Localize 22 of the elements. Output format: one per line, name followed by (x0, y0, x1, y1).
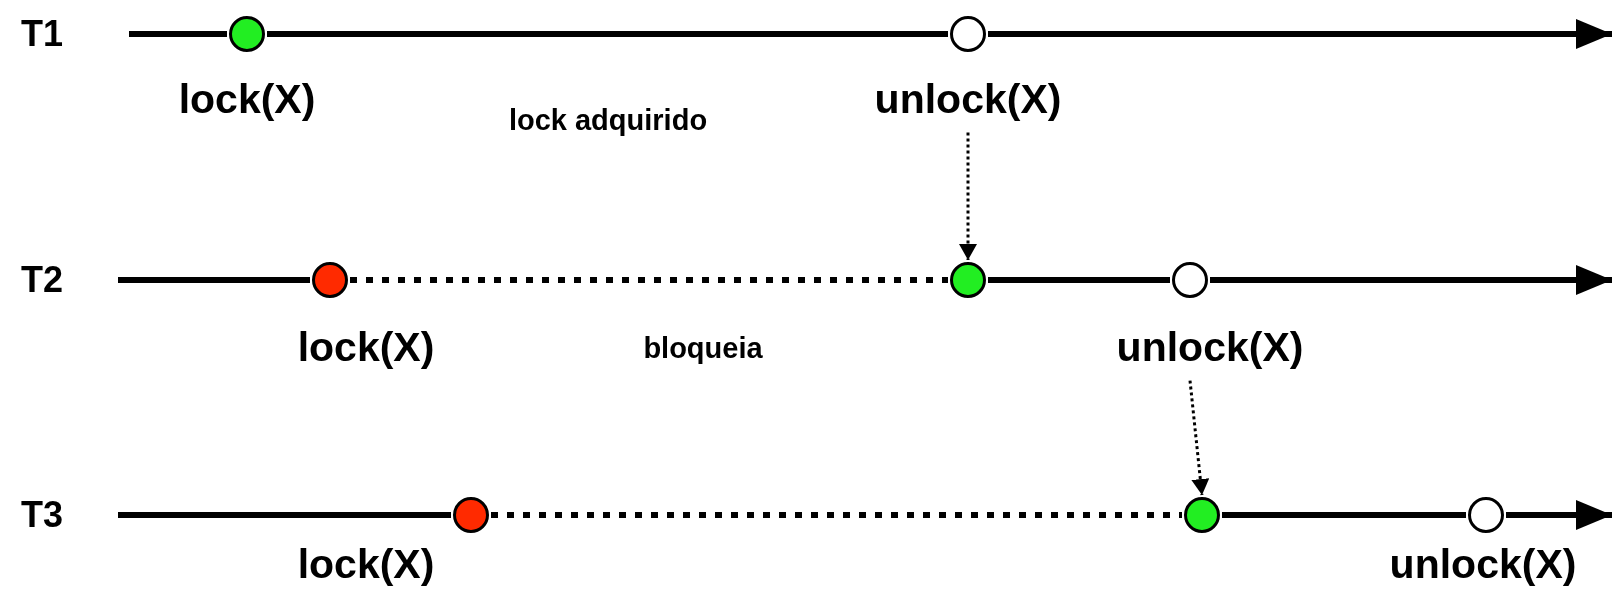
event-label: lock(X) (297, 325, 435, 371)
dotted-arrow (959, 132, 977, 260)
event-label: lock(X) (178, 77, 316, 123)
dotted-arrow (1188, 380, 1210, 496)
timeline-arrow (1506, 500, 1612, 530)
dotted-line (350, 277, 948, 283)
timeline-line (129, 31, 227, 37)
timeline-label: T1 (21, 14, 63, 54)
event-label: unlock(X) (1389, 542, 1577, 588)
timeline-line (267, 31, 948, 37)
event-label: unlock(X) (1116, 325, 1304, 371)
timeline-line (118, 512, 451, 518)
timeline-arrow (988, 19, 1612, 49)
timeline-line (118, 277, 310, 283)
timeline-arrow (1210, 265, 1612, 295)
event-label: unlock(X) (874, 77, 1062, 123)
dotted-line (491, 512, 1182, 518)
timeline-line (1222, 512, 1466, 518)
event-label: lock(X) (297, 542, 435, 588)
timeline-label: T2 (21, 260, 63, 300)
timeline-line (988, 277, 1170, 283)
timeline-label: T3 (21, 495, 63, 535)
